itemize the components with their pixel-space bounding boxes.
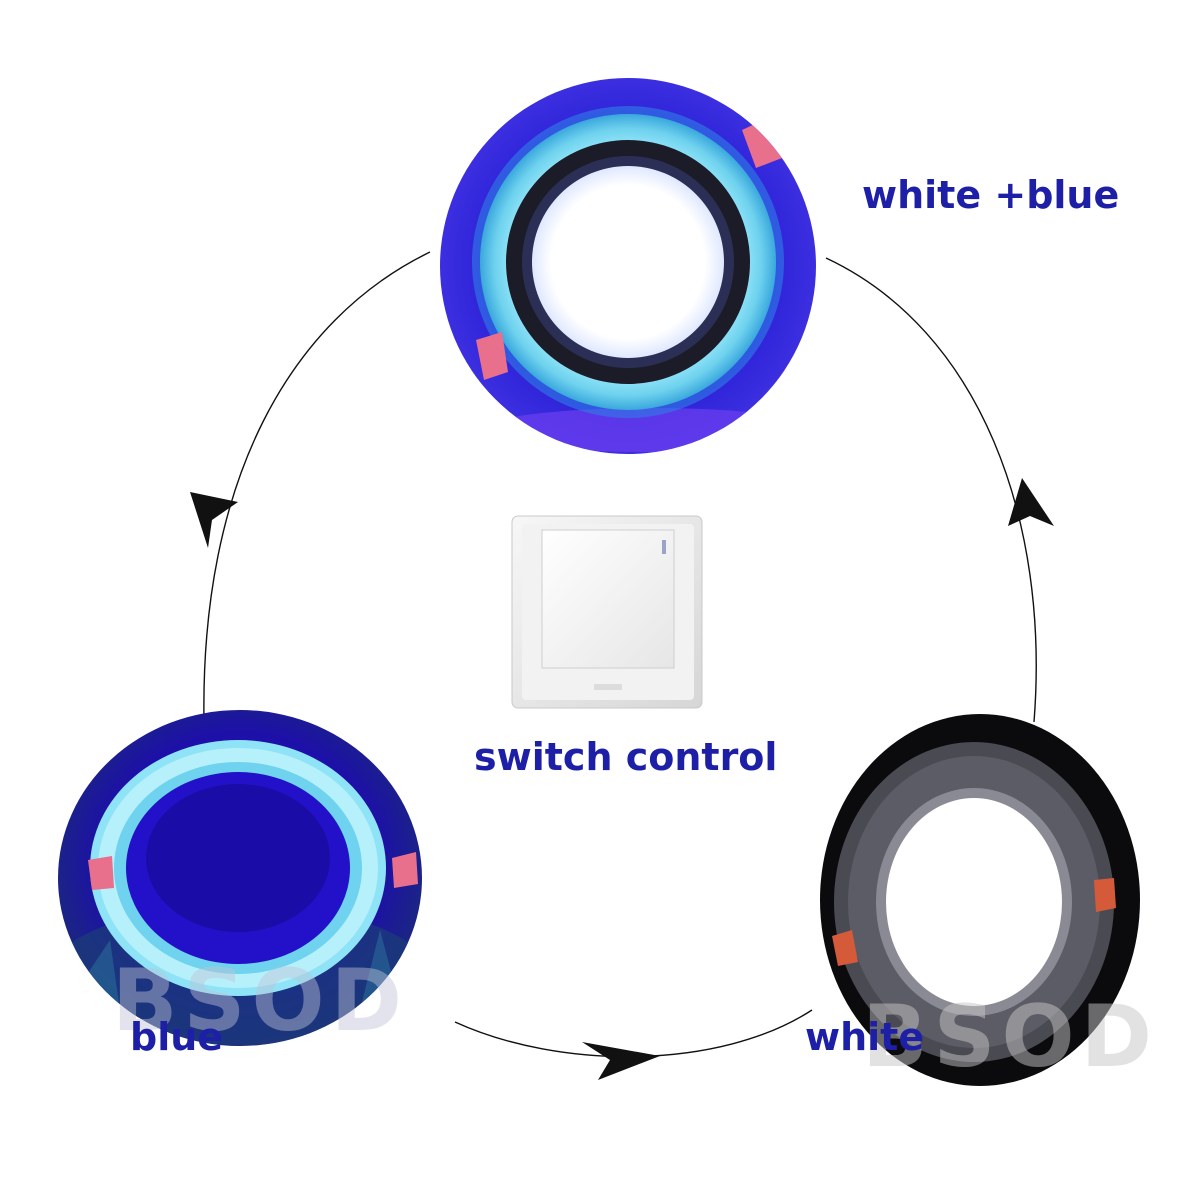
label-switch-control: switch control bbox=[474, 738, 777, 776]
wall-switch-icon bbox=[512, 516, 702, 708]
label-white: white bbox=[805, 1018, 924, 1056]
arrowhead-down-left bbox=[190, 492, 238, 548]
arrow-arc-top-to-left bbox=[204, 252, 430, 722]
dual-color-led-panel-icon bbox=[440, 78, 820, 454]
label-blue: blue bbox=[130, 1018, 223, 1056]
label-white-plus-blue: white +blue bbox=[862, 176, 1119, 214]
arrow-arc-left-to-right bbox=[455, 1010, 812, 1057]
arrow-arc-right-to-top bbox=[826, 258, 1036, 722]
arrowhead-right bbox=[582, 1042, 660, 1080]
